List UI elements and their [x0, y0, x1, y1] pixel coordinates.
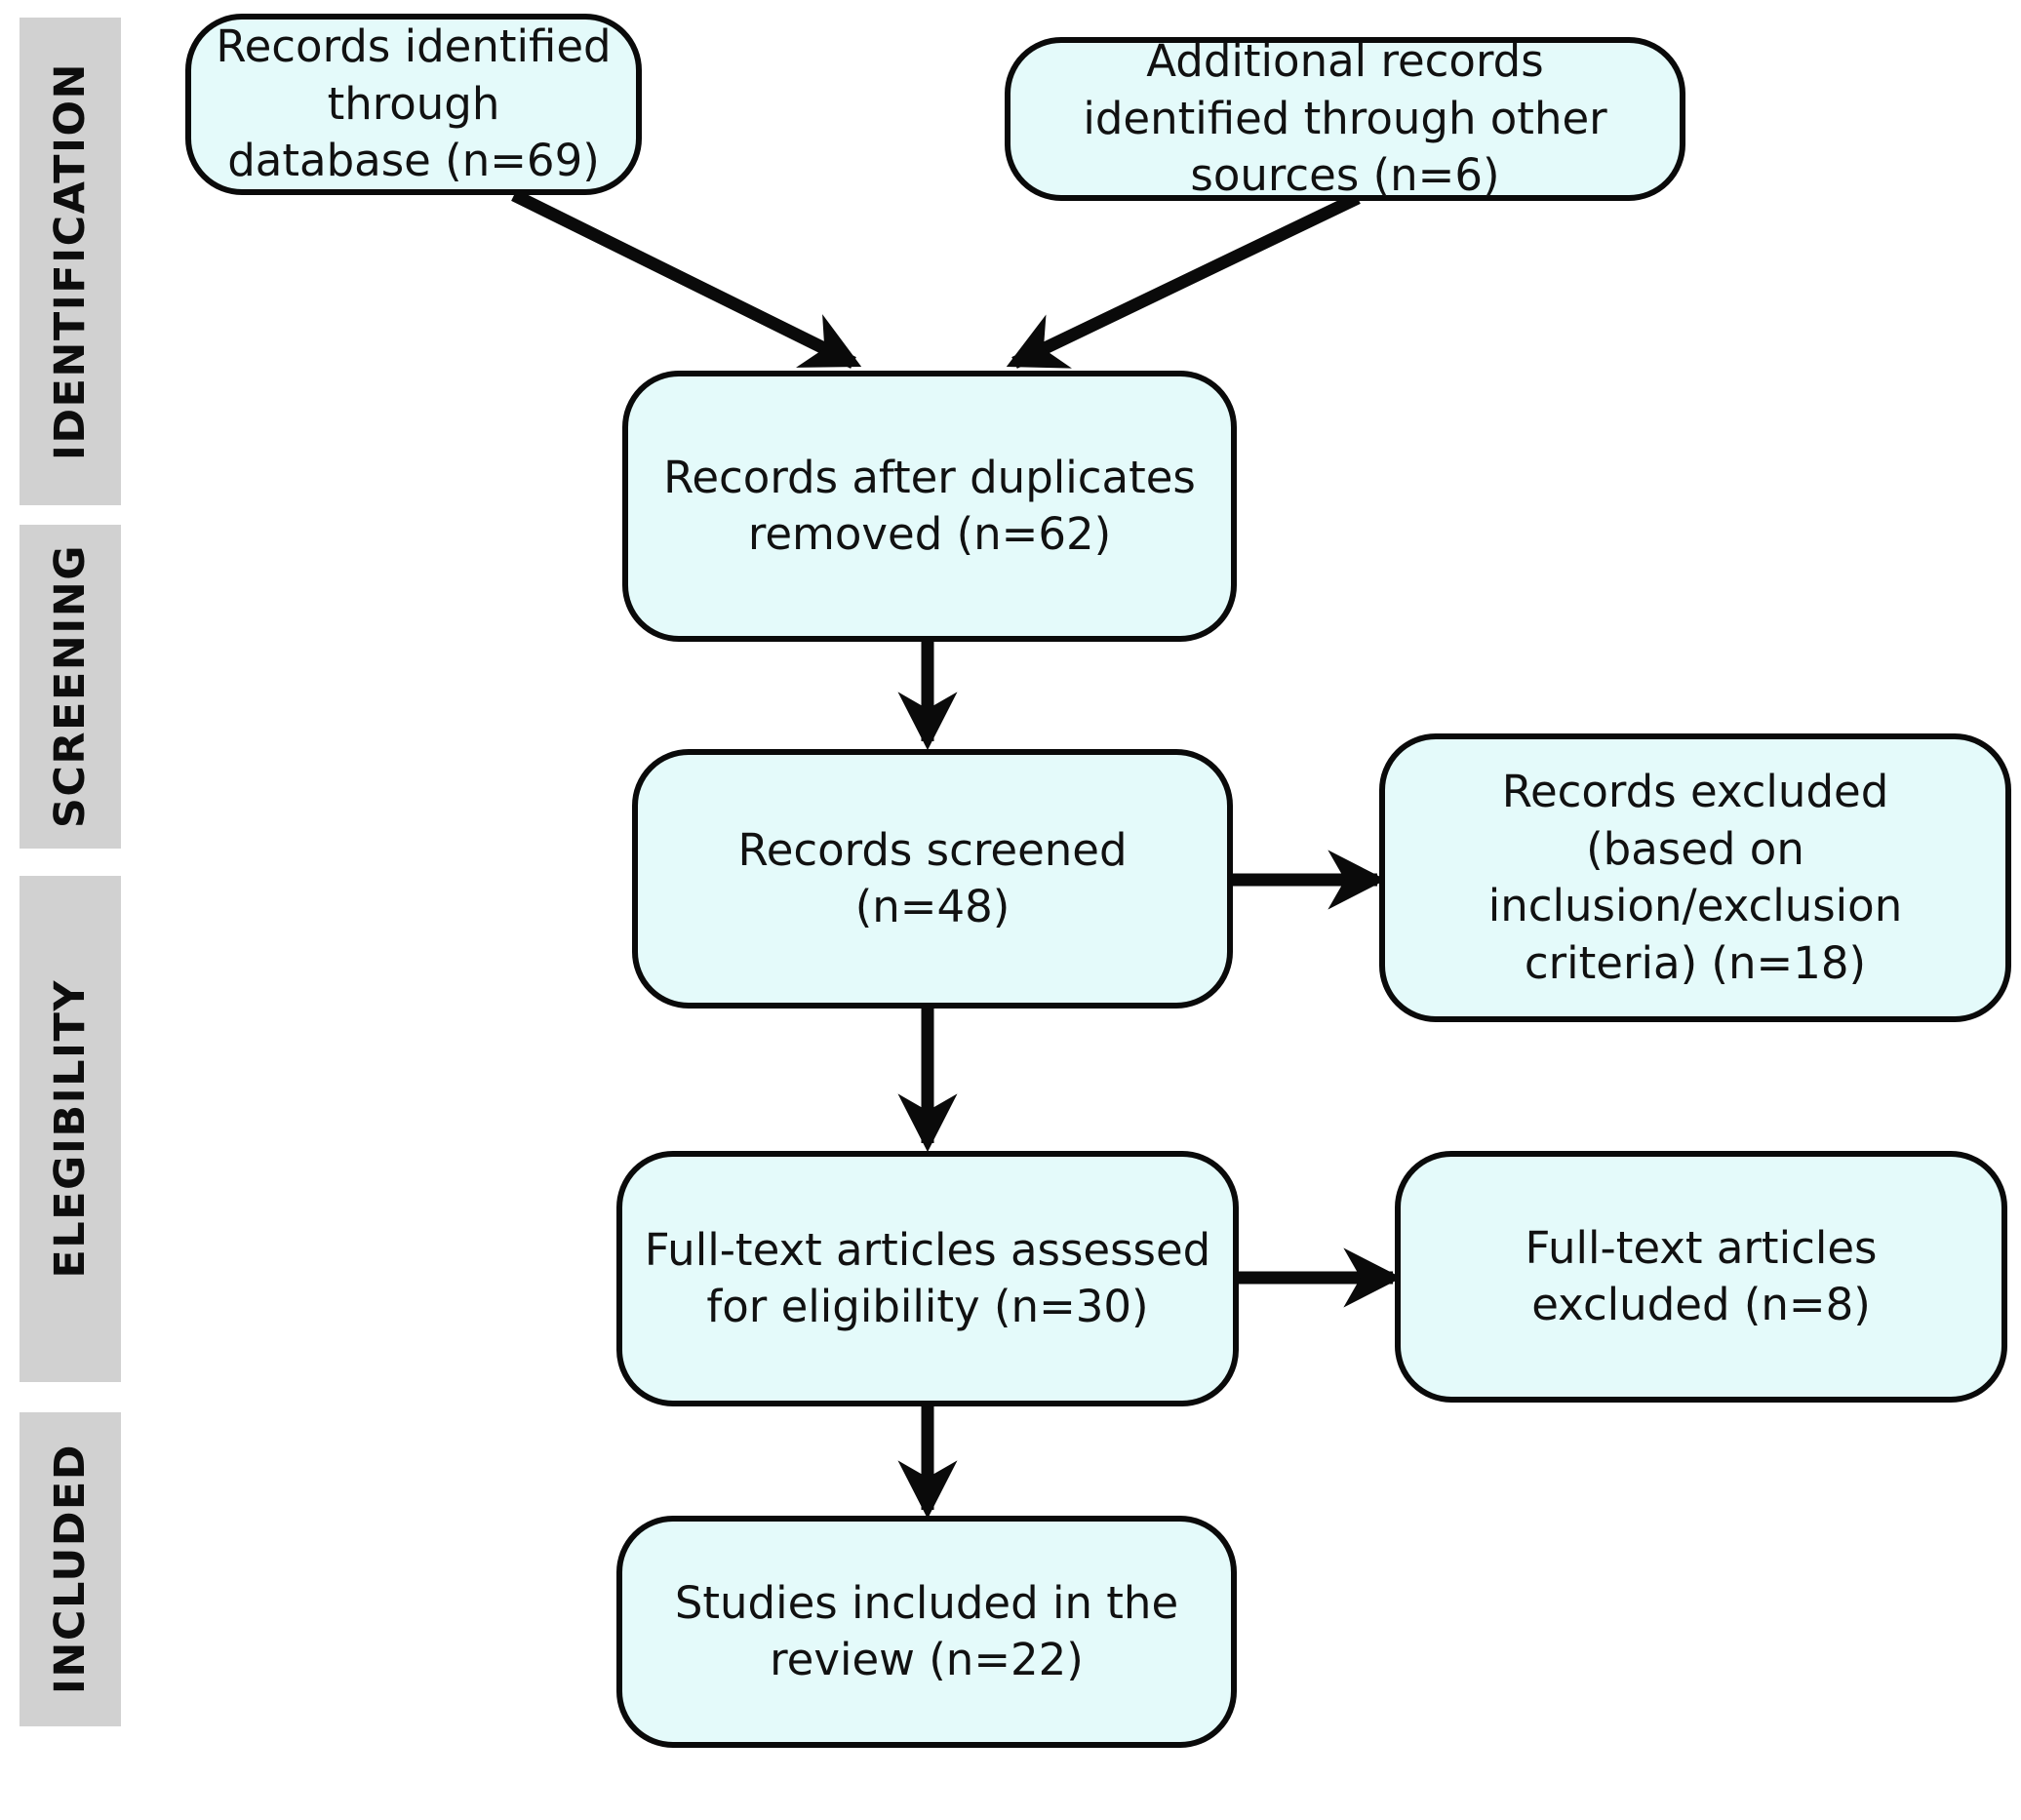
node-records-screened-label: Records screened (n=48)	[737, 823, 1128, 933]
stage-band-elegibility: ELEGIBILITY	[20, 876, 121, 1382]
stage-band-screening: SCREENING	[20, 525, 121, 849]
node-records-excluded-label: Records excluded (based on inclusion/exc…	[1487, 766, 1903, 989]
stage-label-included: INCLUDED	[46, 1444, 95, 1695]
node-fulltext-excluded[interactable]: Full-text articles excluded (n=8)	[1395, 1151, 2007, 1403]
edge-db-to-dedup	[511, 189, 862, 369]
node-records-database[interactable]: Records identified through database (n=6…	[185, 14, 642, 195]
node-studies-included[interactable]: Studies included in the review (n=22)	[616, 1516, 1237, 1748]
stage-band-identification: IDENTIFICATION	[20, 18, 121, 505]
node-records-other-sources-label: Additional records identified through ot…	[1083, 35, 1607, 202]
stage-band-included: INCLUDED	[20, 1412, 121, 1726]
node-records-excluded[interactable]: Records excluded (based on inclusion/exc…	[1379, 733, 2011, 1022]
node-fulltext-assessed[interactable]: Full-text articles assessed for eligibil…	[616, 1151, 1239, 1406]
stage-label-elegibility: ELEGIBILITY	[46, 979, 95, 1279]
node-studies-included-label: Studies included in the review (n=22)	[674, 1576, 1179, 1686]
node-records-after-duplicates[interactable]: Records after duplicates removed (n=62)	[622, 371, 1237, 642]
node-records-database-label: Records identified through database (n=6…	[216, 20, 612, 187]
node-fulltext-assessed-label: Full-text articles assessed for eligibil…	[644, 1223, 1211, 1333]
node-fulltext-excluded-label: Full-text articles excluded (n=8)	[1525, 1221, 1878, 1331]
node-records-screened[interactable]: Records screened (n=48)	[632, 749, 1233, 1009]
node-records-other-sources[interactable]: Additional records identified through ot…	[1005, 35, 1685, 201]
stage-label-screening: SCREENING	[46, 544, 95, 829]
node-records-after-duplicates-label: Records after duplicates removed (n=62)	[663, 451, 1196, 561]
edge-other-to-dedup	[1006, 192, 1361, 369]
stage-label-identification: IDENTIFICATION	[46, 61, 95, 461]
